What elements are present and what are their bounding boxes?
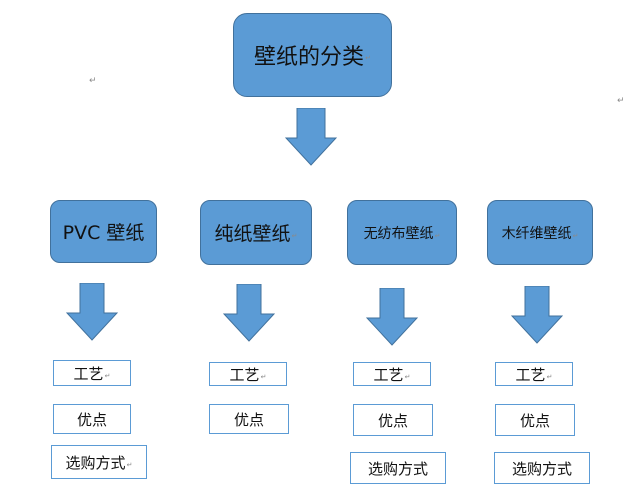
leaf-box: 选购方式 [494, 452, 590, 484]
leaf-label: 优点 [519, 411, 550, 430]
leaf-label: 选购方式 [511, 459, 572, 478]
paragraph-mark: ↵ [572, 231, 579, 240]
down-arrow-category-1 [66, 283, 118, 341]
paragraph-mark: ↵ [126, 461, 133, 469]
down-arrow-main [285, 108, 337, 166]
leaf-label: 选购方式 [367, 459, 428, 478]
leaf-label: 工艺 [229, 365, 260, 384]
leaf-box: 选购方式↵ [51, 445, 147, 479]
paragraph-mark: ↵ [260, 373, 267, 381]
down-arrow-category-4 [511, 286, 563, 344]
leaf-box: 工艺↵ [209, 362, 287, 386]
leaf-box: 工艺↵ [495, 362, 573, 386]
paragraph-mark: ↵ [434, 231, 441, 240]
paragraph-mark: ↵ [404, 373, 411, 381]
leaf-label: 优点 [76, 410, 107, 429]
paragraph-mark: ↵ [104, 372, 111, 380]
leaf-box: 优点 [53, 404, 131, 434]
leaf-box: 工艺↵ [353, 362, 431, 386]
leaf-label: 工艺 [373, 365, 404, 384]
leaf-box: 优点 [209, 404, 289, 434]
category-node-pure-paper: 纯纸壁纸↵ [200, 200, 312, 265]
paragraph-mark: ↵ [617, 96, 625, 106]
leaf-label: 工艺 [515, 365, 546, 384]
category-node-pvc: PVC 壁纸 [50, 200, 157, 263]
category-label: 木纤维壁纸 [501, 225, 572, 242]
down-arrow-category-3 [366, 288, 418, 346]
leaf-label: 优点 [233, 410, 264, 429]
root-node: 壁纸的分类↵ [233, 13, 392, 97]
paragraph-mark: ↵ [546, 373, 553, 381]
leaf-label: 选购方式 [65, 453, 126, 472]
leaf-box: 优点 [353, 404, 433, 436]
down-arrow-category-2 [223, 284, 275, 342]
leaf-box: 选购方式 [350, 452, 446, 484]
category-label: 无纺布壁纸 [363, 225, 434, 242]
paragraph-mark: ↵ [365, 54, 371, 62]
leaf-box: 工艺↵ [53, 360, 131, 386]
leaf-box: 优点 [495, 404, 575, 436]
leaf-label: 工艺 [73, 364, 104, 383]
category-node-non-woven: 无纺布壁纸↵ [347, 200, 457, 265]
paragraph-mark: ↵ [291, 231, 298, 240]
category-label: PVC 壁纸 [62, 222, 145, 244]
category-label: 纯纸壁纸 [214, 223, 291, 245]
leaf-label: 优点 [377, 411, 408, 430]
category-node-wood-fiber: 木纤维壁纸↵ [487, 200, 593, 265]
root-node-label: 壁纸的分类 [254, 45, 365, 70]
paragraph-mark: ↵ [89, 76, 97, 86]
